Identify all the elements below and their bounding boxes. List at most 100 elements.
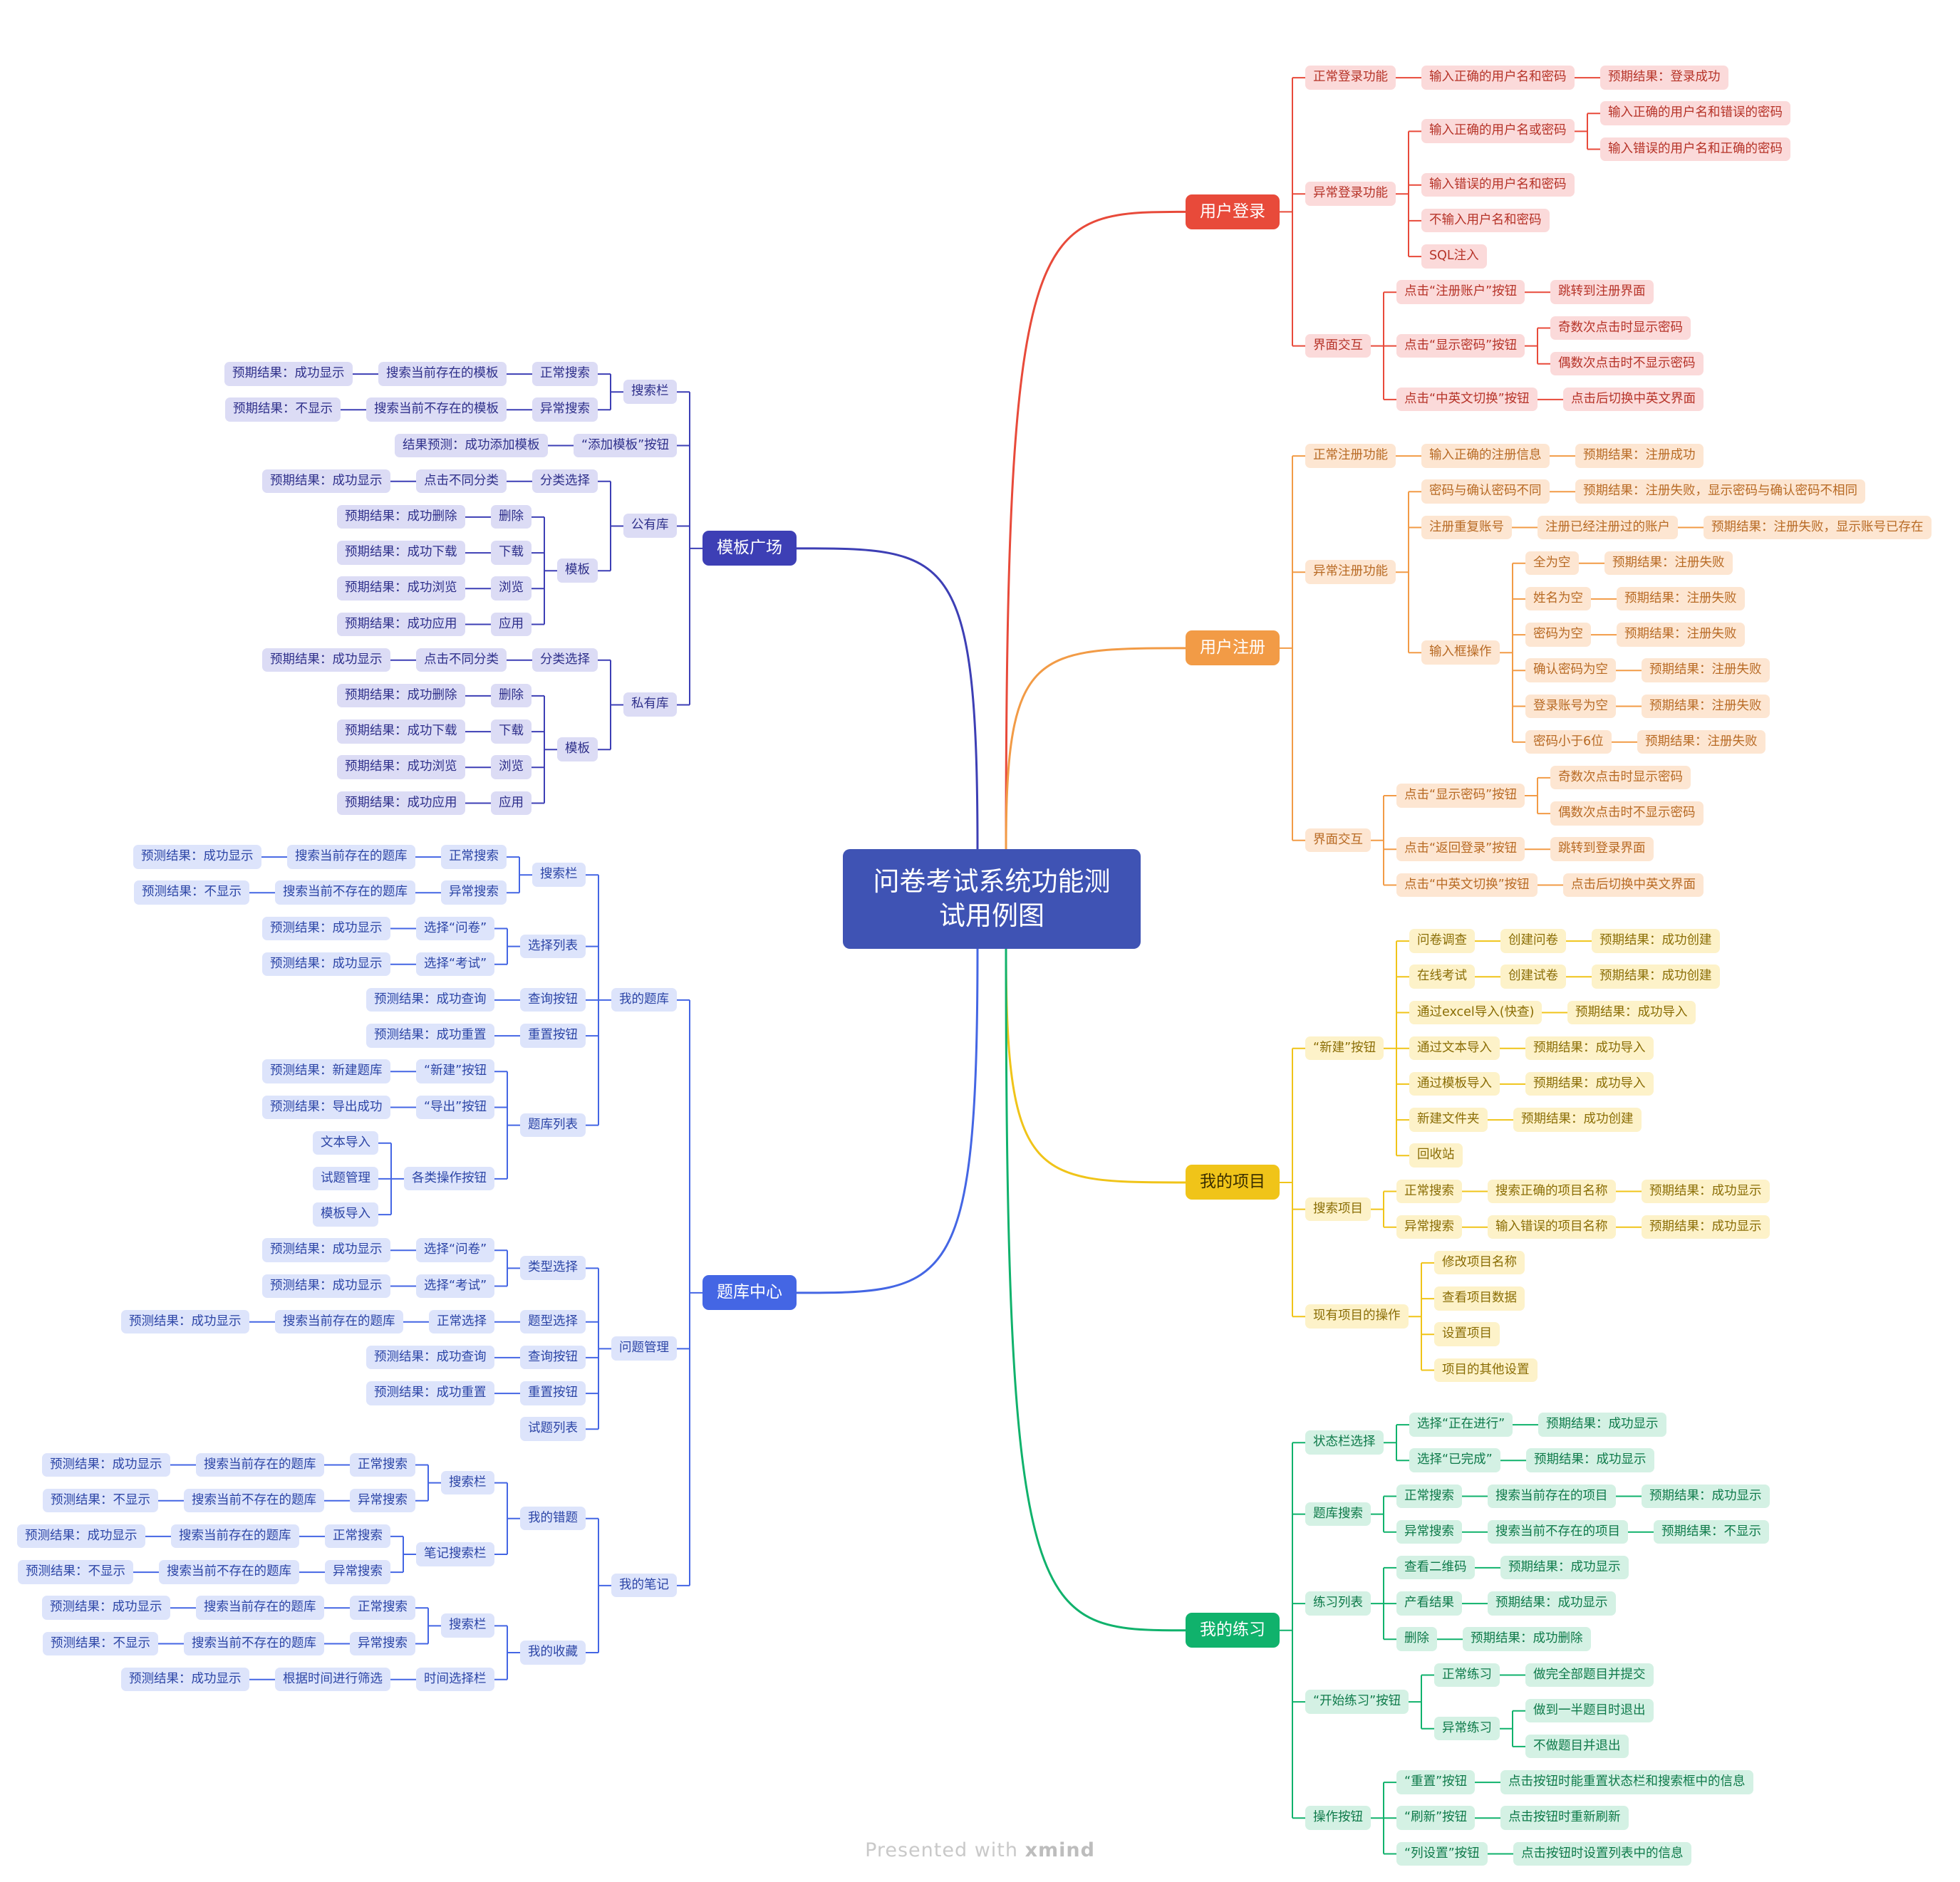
branch-curve [1005, 948, 1186, 1184]
topic-node: “导出”按钮 [416, 1095, 495, 1119]
topic-node: 预测结果：成功重置 [366, 1381, 494, 1405]
topic-node: 选择“问卷” [416, 916, 495, 940]
topic-node: 预测结果：成功显示 [42, 1596, 170, 1620]
footer-watermark: Presented with xmind [0, 1839, 1960, 1861]
topic-node: 预期结果：不显示 [1654, 1519, 1769, 1544]
topic-node: 搜索项目 [1305, 1197, 1371, 1222]
topic-node: 注册重复账号 [1421, 515, 1512, 539]
topic-node: 搜索当前不存在的项目 [1488, 1519, 1628, 1544]
topic-node: 预测结果：成功显示 [262, 916, 390, 940]
topic-node: 选择“问卷” [416, 1238, 495, 1262]
topic-node: 操作按钮 [1305, 1806, 1371, 1830]
topic-node: 异常搜索 [1396, 1215, 1462, 1239]
topic-node: “添加模板”按钮 [574, 433, 678, 457]
topic-node: 查询按钮 [520, 987, 586, 1012]
topic-node: 产看结果 [1396, 1591, 1462, 1616]
topic-node: 查看二维码 [1396, 1555, 1475, 1580]
branch-topic: 用户注册 [1186, 630, 1280, 666]
topic-node: 预期结果：注册失败 [1617, 586, 1745, 611]
topic-node: 异常搜索 [350, 1631, 415, 1655]
topic-node: 异常搜索 [325, 1560, 390, 1584]
topic-node: 预测结果：成功显示 [262, 1274, 390, 1298]
topic-node: 预期结果：成功显示 [1538, 1413, 1666, 1437]
topic-node: 点击按钮时设置列表中的信息 [1513, 1841, 1691, 1866]
topic-node: 点击按钮时能重置状态栏和搜索框中的信息 [1500, 1770, 1753, 1794]
topic-node: 预期结果：注册失败 [1642, 694, 1770, 718]
branch-topic: 题库中心 [702, 1275, 797, 1311]
topic-node: 通过文本导入 [1409, 1036, 1500, 1061]
topic-node: 浏览 [491, 576, 532, 601]
topic-node: 预期结果：成功应用 [337, 612, 465, 636]
topic-node: 预测结果：不显示 [43, 1631, 158, 1655]
topic-node: 偶数次点击时不显示密码 [1550, 801, 1704, 826]
topic-node: 预期结果：成功显示 [1642, 1179, 1770, 1203]
topic-node: 结果预测：成功添加模板 [395, 433, 548, 457]
branch-topic: 我的项目 [1186, 1165, 1280, 1200]
topic-node: 公有库 [623, 514, 677, 538]
topic-node: 创建问卷 [1500, 929, 1566, 953]
topic-node: 点击后切换中英文界面 [1563, 387, 1704, 412]
topic-node: 状态栏选择 [1305, 1430, 1384, 1455]
topic-node: 模板 [557, 558, 598, 583]
topic-node: 点击不同分类 [416, 469, 507, 494]
topic-node: 输入正确的用户名或密码 [1421, 119, 1575, 143]
topic-node: 点击“中英文切换”按钮 [1396, 387, 1538, 412]
branch-curve [1005, 210, 1186, 850]
topic-node: 修改项目名称 [1434, 1250, 1525, 1275]
topic-node: 不做题目并退出 [1525, 1734, 1629, 1759]
topic-node: 奇数次点击时显示密码 [1550, 765, 1691, 790]
topic-node: “开始练习”按钮 [1305, 1690, 1409, 1714]
topic-node: 预测结果：成功显示 [262, 1238, 390, 1262]
topic-node: 不输入用户名和密码 [1421, 208, 1550, 233]
topic-node: 预期结果：成功导入 [1567, 1000, 1696, 1024]
topic-node: 搜索当前不存在的题库 [275, 880, 415, 905]
topic-node: 预期结果：成功应用 [337, 791, 465, 815]
topic-node: 删除 [1396, 1627, 1437, 1651]
topic-node: 预期结果：成功创建 [1592, 929, 1720, 953]
topic-node: 重置按钮 [520, 1381, 586, 1405]
topic-node: 输入正确的注册信息 [1421, 444, 1550, 468]
topic-node: 预期结果：成功浏览 [337, 576, 465, 601]
topic-node: 预期结果：成功导入 [1525, 1071, 1654, 1096]
topic-node: 正常搜索 [1396, 1484, 1462, 1508]
topic-node: 搜索当前不存在的题库 [184, 1488, 324, 1513]
topic-node: 预期结果：注册失败 [1642, 658, 1770, 682]
topic-node: 输入框操作 [1421, 640, 1500, 665]
topic-node: 异常搜索 [1396, 1519, 1462, 1544]
topic-node: 跳转到登录界面 [1550, 837, 1654, 861]
topic-node: 预期结果：成功显示 [1488, 1591, 1616, 1616]
topic-node: 模板导入 [313, 1202, 378, 1227]
topic-node: 预期结果：成功删除 [337, 504, 465, 529]
topic-node: 我的错题 [520, 1506, 586, 1531]
branch-topic: 模板广场 [702, 531, 797, 566]
topic-node: 下载 [491, 541, 532, 565]
topic-node: 全为空 [1525, 551, 1579, 576]
branch-topic: 我的练习 [1186, 1613, 1280, 1648]
topic-node: 点击“中英文切换”按钮 [1396, 873, 1538, 897]
topic-node: 搜索当前不存在的模板 [366, 397, 507, 422]
topic-node: 题型选择 [520, 1309, 586, 1334]
topic-node: 输入正确的用户名和密码 [1421, 66, 1575, 90]
topic-node: 预期结果：成功显示 [224, 362, 353, 386]
topic-node: 点击按钮时重新刷新 [1500, 1806, 1629, 1830]
topic-node: 异常搜索 [441, 880, 507, 905]
topic-node: 预期结果：成功下载 [337, 541, 465, 565]
topic-node: 预期结果：注册失败 [1617, 623, 1745, 647]
topic-node: 预期结果：成功显示 [1642, 1484, 1770, 1508]
topic-node: 偶数次点击时不显示密码 [1550, 351, 1704, 376]
topic-node: 预测结果：不显示 [43, 1488, 158, 1513]
topic-node: 正常搜索 [350, 1452, 415, 1477]
topic-node: 预测结果：成功显示 [17, 1524, 145, 1549]
topic-node: 预期结果：注册失败，显示密码与确认密码不相同 [1575, 479, 1865, 504]
topic-node: 试题列表 [520, 1417, 586, 1441]
root-topic: 问卷考试系统功能测试用例图 [843, 849, 1141, 949]
branch-curve [1005, 948, 1186, 1632]
branch-curve [796, 948, 979, 1294]
topic-node: 新建文件夹 [1409, 1108, 1488, 1132]
topic-node: 正常搜索 [325, 1524, 390, 1549]
topic-node: 根据时间进行筛选 [275, 1667, 390, 1692]
topic-node: 选择“考试” [416, 1274, 495, 1298]
topic-node: 搜索当前存在的项目 [1488, 1484, 1616, 1508]
topic-node: 点击不同分类 [416, 648, 507, 672]
